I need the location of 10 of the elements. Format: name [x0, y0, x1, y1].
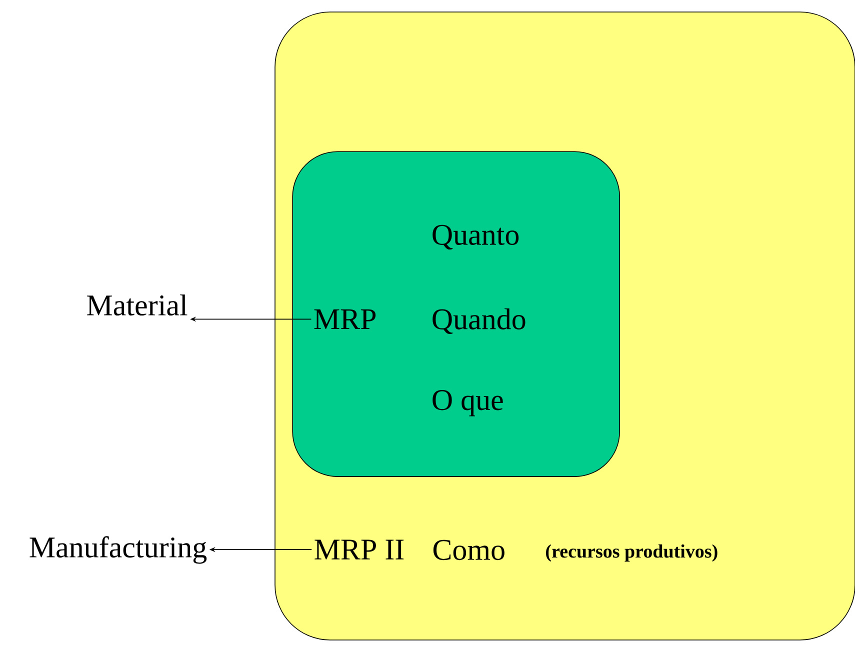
text-label: Como [433, 540, 504, 560]
text-label: MRP II [314, 540, 404, 560]
text-label: Manufacturing [30, 536, 207, 564]
text-label: Quanto [432, 224, 519, 250]
text-label: (recursos produtivos) [546, 544, 718, 562]
text-label: Quando [432, 308, 526, 334]
text-label: O que [432, 390, 503, 416]
text-label: MRP [314, 309, 376, 329]
rounded-box [292, 151, 620, 477]
text-label: Material [87, 294, 188, 316]
